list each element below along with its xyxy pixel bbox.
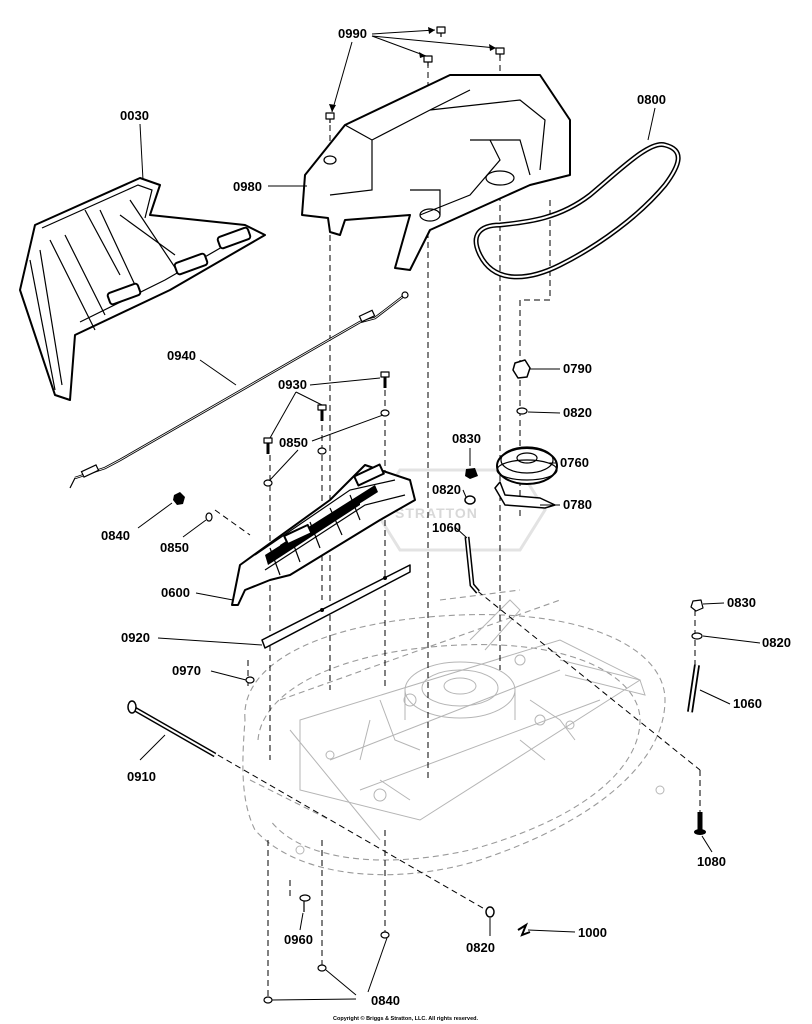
nut-0830 — [465, 468, 478, 479]
leader-lines — [137, 27, 761, 1001]
label-0840: 0840 — [371, 993, 400, 1008]
washer-0850 — [205, 512, 213, 522]
nut-0840 — [380, 931, 390, 939]
label-0600: 0600 — [161, 585, 190, 600]
label-0980: 0980 — [233, 179, 262, 194]
label-1080: 1080 — [697, 854, 726, 869]
part-0800-belt — [473, 142, 681, 280]
label-0920: 0920 — [121, 630, 150, 645]
nut-0790 — [512, 359, 531, 379]
watermark-text: STRATTON — [395, 505, 478, 521]
label-0030: 0030 — [120, 108, 149, 123]
label-0940: 0940 — [167, 348, 196, 363]
label-0820: 0820 — [762, 635, 791, 650]
washer-0820 — [516, 407, 528, 415]
label-0840: 0840 — [101, 528, 130, 543]
part-0940-cable — [69, 291, 409, 489]
bolt-0930 — [380, 371, 390, 388]
screw-0990 — [423, 55, 433, 66]
label-0850: 0850 — [279, 435, 308, 450]
label-1060: 1060 — [432, 520, 461, 535]
label-0790: 0790 — [563, 361, 592, 376]
label-0820: 0820 — [432, 482, 461, 497]
screw-0990 — [325, 112, 335, 123]
part-0030-deflector — [19, 177, 266, 401]
label-0930: 0930 — [278, 377, 307, 392]
label-0960: 0960 — [284, 932, 313, 947]
label-0970: 0970 — [172, 663, 201, 678]
label-1060: 1060 — [733, 696, 762, 711]
mower-deck-ghost — [242, 589, 666, 876]
part-0980-belt-cover — [301, 74, 571, 271]
part-0910-rod — [127, 700, 217, 758]
nut-0830 — [690, 599, 704, 612]
nut-0840 — [173, 492, 185, 505]
pin-0960 — [299, 894, 311, 912]
part-0760-pulley — [496, 446, 558, 485]
label-0850: 0850 — [160, 540, 189, 555]
washer-0820 — [464, 495, 476, 505]
label-0820: 0820 — [563, 405, 592, 420]
clip-1000 — [517, 922, 531, 937]
label-0830: 0830 — [727, 595, 756, 610]
washer-0850 — [380, 409, 390, 417]
part-1060-rod-right — [687, 664, 700, 713]
label-0910: 0910 — [127, 769, 156, 784]
bolt-0930 — [263, 437, 273, 454]
label-0780: 0780 — [563, 497, 592, 512]
nut-0840 — [317, 964, 327, 972]
bolt-1080 — [694, 812, 706, 835]
hardware — [173, 26, 706, 1004]
copyright-notice: Copyright © Briggs & Stratton, LLC. All … — [333, 1015, 479, 1022]
label-0760: 0760 — [560, 455, 589, 470]
bolt-0930 — [317, 404, 327, 421]
label-0800: 0800 — [637, 92, 666, 107]
screw-0990 — [436, 26, 446, 37]
label-0820: 0820 — [466, 940, 495, 955]
part-labels: 0990 0030 0980 0800 0940 0930 0850 0790 … — [101, 26, 791, 1008]
screw-0990 — [495, 47, 505, 58]
part-0920-plate — [261, 564, 411, 649]
part-1060-rod-left — [464, 536, 480, 594]
part-0780-arm — [494, 481, 556, 509]
nut-0840 — [263, 996, 273, 1004]
washer-0820 — [691, 632, 703, 640]
label-0830: 0830 — [452, 431, 481, 446]
washer-0850 — [263, 479, 273, 487]
label-1000: 1000 — [578, 925, 607, 940]
part-0600-housing — [231, 463, 416, 606]
spacer-0970 — [245, 676, 255, 684]
label-0990: 0990 — [338, 26, 367, 41]
washer-0820 — [485, 906, 495, 918]
washer-0850 — [317, 447, 327, 455]
